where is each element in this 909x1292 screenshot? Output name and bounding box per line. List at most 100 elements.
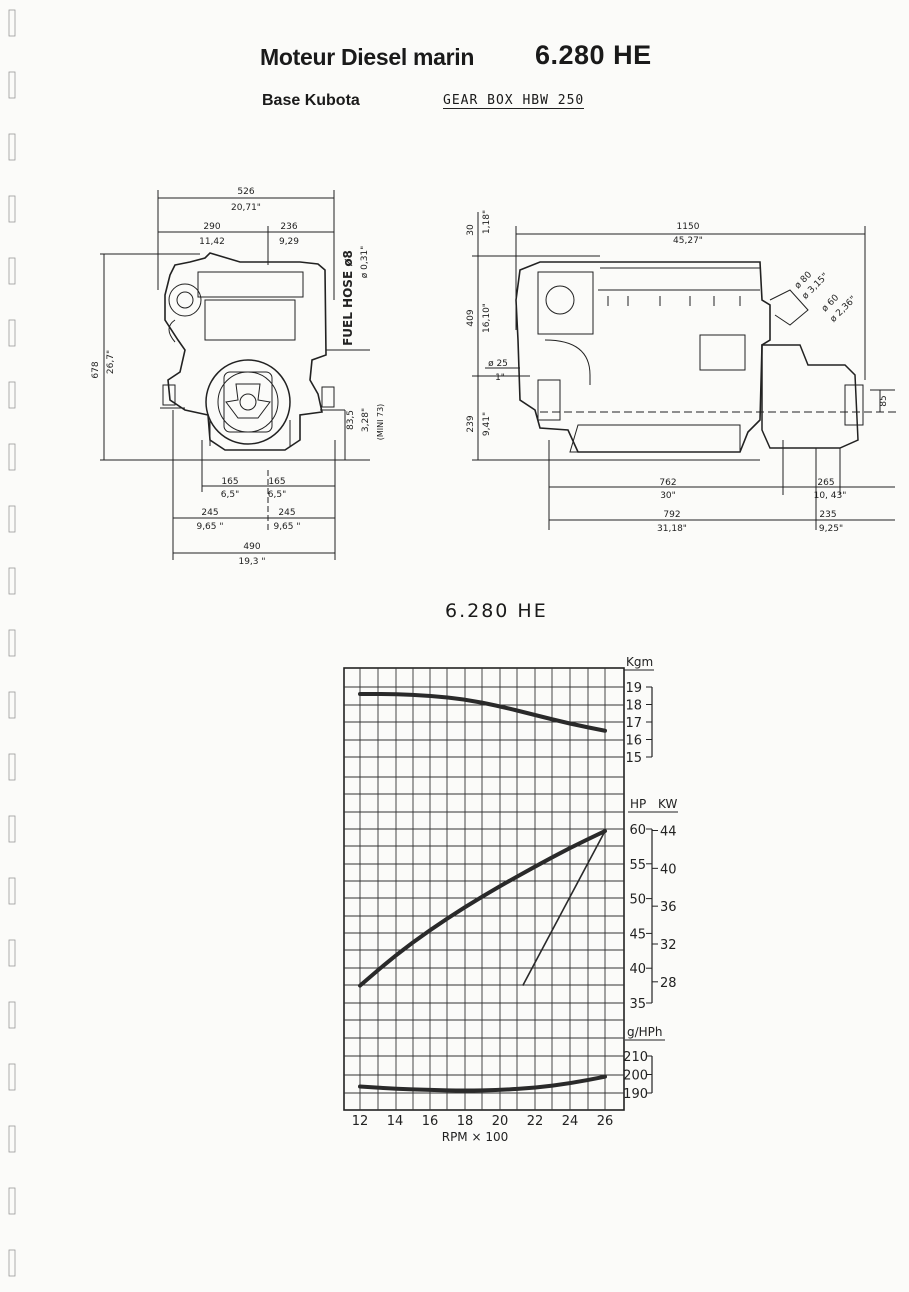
x-tick-label: 20	[492, 1114, 509, 1129]
consumption-tick-label: 210	[623, 1050, 648, 1065]
dim-mini-73: (MINI 73)	[376, 404, 385, 441]
dim-265: 265	[817, 478, 834, 488]
dim-83-5-in: 3,28"	[361, 408, 371, 432]
dim-792-in: 31,18"	[657, 524, 687, 534]
torque-curve	[358, 692, 607, 733]
binder-hole	[8, 381, 16, 409]
binder-hole	[8, 71, 16, 99]
binder-hole	[8, 629, 16, 657]
torque-tick-label: 19	[625, 681, 642, 696]
dim-290-in: 11,42	[199, 237, 225, 247]
dim-762-in: 30"	[660, 491, 676, 501]
dim-165-right-in: 6,5"	[268, 490, 286, 500]
torque-tick-label: 15	[625, 751, 642, 766]
binder-hole	[8, 939, 16, 967]
binder-hole	[8, 1187, 16, 1215]
dim-85: 85	[879, 395, 889, 406]
torque-tick-label: 18	[625, 699, 642, 714]
dim-165-right: 165	[268, 477, 285, 487]
torque-unit: Kgm	[626, 655, 653, 669]
gearbox-label: GEAR BOX HBW 250	[443, 93, 585, 109]
binder-holes	[8, 0, 20, 1287]
binder-hole	[8, 319, 16, 347]
dim-762: 762	[659, 478, 676, 488]
dim-1150: 1150	[677, 222, 700, 232]
dim-d25-in: 1"	[495, 373, 505, 383]
consumption-unit: g/HPh	[627, 1025, 663, 1039]
dim-245-left-in: 9,65 "	[196, 522, 223, 532]
binder-hole	[8, 567, 16, 595]
engine-drawings: 526 20,71" 290 11,42 236 9,29 165 6,5" 1…	[91, 187, 900, 567]
dim-83-5: 83,5	[346, 410, 356, 430]
model-number: 6.280 HE	[535, 40, 652, 70]
hp-tick-label: 55	[629, 858, 646, 873]
fuel-hose-inch: ø 0,31"	[360, 246, 370, 279]
fuel-hose-label: FUEL HOSE ø8	[341, 250, 355, 346]
kw-tick-label: 28	[660, 976, 677, 991]
binder-hole	[8, 195, 16, 223]
binder-hole	[8, 1249, 16, 1277]
x-tick-label: 26	[597, 1114, 614, 1129]
power-propeller-line	[522, 830, 606, 986]
dim-490-in: 19,3 "	[238, 557, 265, 567]
dim-678-in: 26,7"	[106, 350, 116, 374]
page-title: Moteur Diesel marin	[260, 44, 475, 70]
dim-290: 290	[203, 222, 220, 232]
dim-165-left: 165	[221, 477, 238, 487]
base-engine: Base Kubota	[262, 92, 360, 109]
chart-title: 6.280 HE	[445, 600, 548, 622]
dim-245-left: 245	[201, 508, 218, 518]
binder-hole	[8, 257, 16, 285]
chart-frame	[343, 667, 625, 1111]
binder-hole	[8, 691, 16, 719]
binder-hole	[8, 1001, 16, 1029]
dim-409: 409	[466, 309, 476, 326]
dim-d25: ø 25	[488, 359, 508, 369]
binder-hole	[8, 9, 16, 37]
dim-235-in: 9,25"	[819, 524, 843, 534]
x-tick-label: 12	[352, 1114, 369, 1129]
dim-239: 239	[466, 415, 476, 432]
dim-490: 490	[243, 542, 260, 552]
binder-hole	[8, 443, 16, 471]
x-tick-label: 16	[422, 1114, 439, 1129]
dim-526: 526	[237, 187, 254, 197]
dim-526-in: 20,71"	[231, 203, 261, 213]
front-view-drawing	[100, 190, 370, 560]
binder-hole	[8, 1063, 16, 1091]
dim-236-in: 9,29	[279, 237, 299, 247]
hp-tick-label: 45	[629, 927, 646, 942]
kw-unit: KW	[658, 797, 677, 811]
kw-tick-label: 36	[660, 900, 677, 915]
dim-265-in: 10, 43"	[814, 491, 847, 501]
consumption-curve	[358, 1074, 607, 1093]
x-axis-label: RPM × 100	[442, 1130, 509, 1144]
binder-hole	[8, 815, 16, 843]
binder-hole	[8, 1125, 16, 1153]
consumption-tick-label: 200	[623, 1069, 648, 1084]
x-tick-label: 14	[387, 1114, 404, 1129]
dim-245-right: 245	[278, 508, 295, 518]
x-tick-label: 18	[457, 1114, 474, 1129]
binder-hole	[8, 753, 16, 781]
binder-hole	[8, 133, 16, 161]
torque-tick-label: 16	[625, 734, 642, 749]
binder-hole	[8, 877, 16, 905]
dim-239-in: 9,41"	[482, 412, 492, 436]
hp-tick-label: 40	[629, 962, 646, 977]
kw-tick-label: 44	[660, 825, 677, 840]
dim-245-right-in: 9,65 "	[273, 522, 300, 532]
dim-30: 30	[466, 224, 476, 236]
dim-165-left-in: 6,5"	[221, 490, 239, 500]
hp-unit: HP	[630, 797, 646, 811]
dim-792: 792	[663, 510, 680, 520]
dim-1150-in: 45,27"	[673, 236, 703, 246]
x-tick-label: 24	[562, 1114, 579, 1129]
hp-tick-label: 35	[629, 997, 646, 1012]
hp-tick-label: 50	[629, 893, 646, 908]
hp-tick-label: 60	[629, 823, 646, 838]
kw-tick-label: 32	[660, 938, 677, 953]
side-view-drawing	[472, 212, 900, 530]
consumption-tick-label: 190	[623, 1087, 648, 1102]
